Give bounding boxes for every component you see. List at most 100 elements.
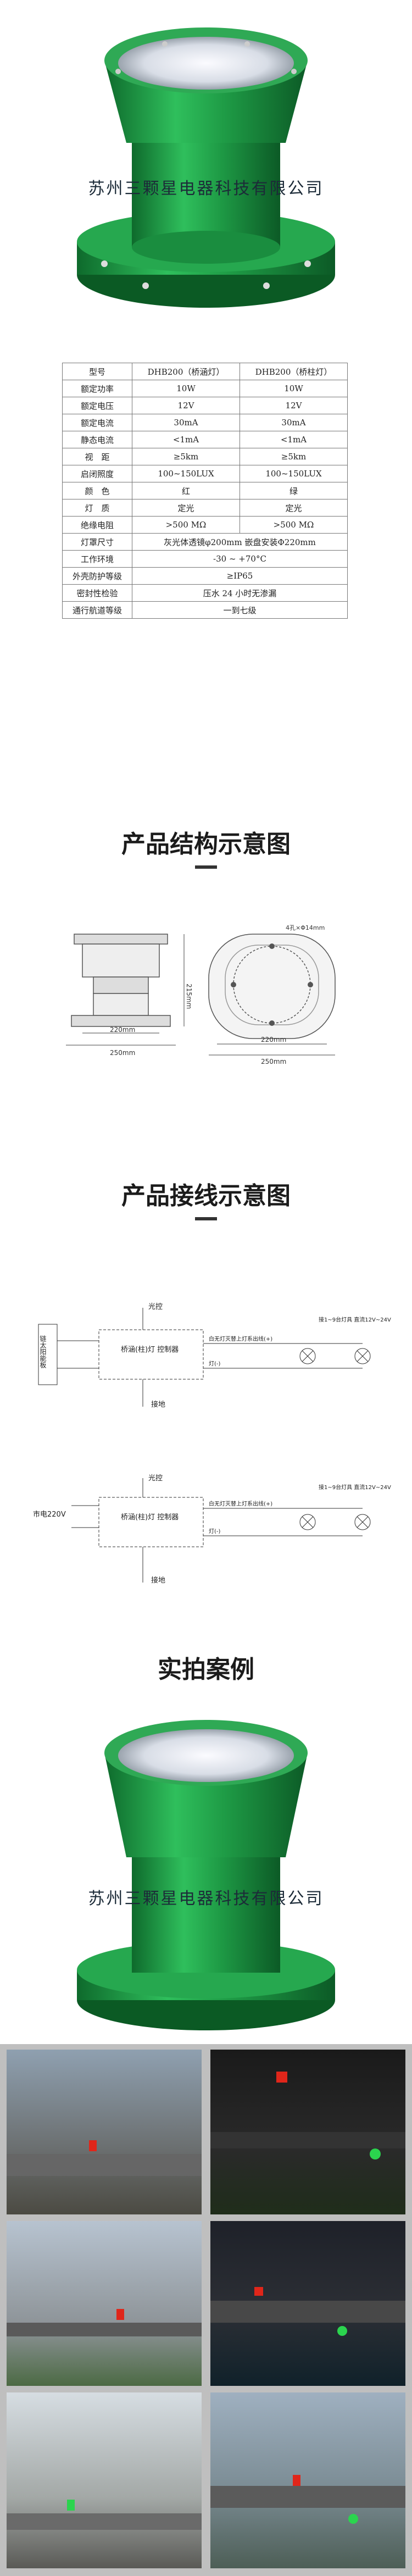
spec-row: 工作环境-30 ~ +70°C xyxy=(62,550,348,568)
spec-value: 一到七级 xyxy=(132,601,348,619)
controller-label-2: 桥涵(柱)灯 控制器 xyxy=(121,1513,179,1522)
line-white-label-2: 白无灯灭替上灯系出线(+) xyxy=(209,1500,272,1507)
case-photo-3 xyxy=(7,2221,202,2386)
case-product-image: 苏州三颗星电器科技有限公司 xyxy=(0,1692,412,2044)
spec-value: >500 MΩ xyxy=(240,516,348,534)
spec-key: 灯罩尺寸 xyxy=(62,533,132,551)
spec-key: 型号 xyxy=(62,363,132,380)
spec-value: ≥IP65 xyxy=(132,567,348,585)
case-photo-2 xyxy=(210,2050,405,2214)
dim-215-label: 215mm xyxy=(185,984,193,1009)
spec-row: 灯罩尺寸灰光体透镜φ200mm 嵌盘安装Φ220mm xyxy=(62,533,348,551)
structure-section: 产品结构示意图 220mm 250mm 215mm 4孔×Φ14mm 220mm… xyxy=(0,813,412,1099)
spec-value: ≥5km xyxy=(240,448,348,465)
spec-value: 定光 xyxy=(240,499,348,517)
spec-value: 压水 24 小时无渗漏 xyxy=(132,584,348,602)
line-black-label-2: 灯(-) xyxy=(209,1528,221,1535)
spec-row: 通行航道等级一到七级 xyxy=(62,601,348,619)
dim-250b-label: 250mm xyxy=(261,1058,286,1065)
lamp-note-label: 接1~9台灯具 直流12V~24V xyxy=(319,1316,391,1323)
case-photo-4 xyxy=(210,2221,405,2386)
spec-key: 通行航道等级 xyxy=(62,601,132,619)
ground-label-2: 接地 xyxy=(151,1576,165,1585)
spec-value: <1mA xyxy=(132,431,240,448)
spec-value: 100~150LUX xyxy=(132,465,240,482)
spec-row: 颜 色红绿 xyxy=(62,482,348,499)
wiring-section: 产品接线示意图 链太阳能板 桥涵(柱)灯 控制器 光控 接地 白无灯灭替上灯系出… xyxy=(0,1143,412,1615)
spec-key: 额定功率 xyxy=(62,380,132,397)
spec-value: 定光 xyxy=(132,499,240,517)
spec-value: <1mA xyxy=(240,431,348,448)
mains-label: 市电220V xyxy=(33,1510,66,1519)
wiring-diagram-mains: 市电220V 桥涵(柱)灯 控制器 光控 接地 白无灯灭替上灯系出线(+) 灯(… xyxy=(33,1474,391,1585)
dim-220-label: 220mm xyxy=(110,1026,135,1034)
spec-key: 启闭照度 xyxy=(62,465,132,482)
dim-holes-label: 4孔×Φ14mm xyxy=(286,924,325,931)
line-black-label: 灯(-) xyxy=(209,1361,221,1367)
spec-key: 静态电流 xyxy=(62,431,132,448)
spec-value: >500 MΩ xyxy=(132,516,240,534)
spec-value: 10W xyxy=(240,380,348,397)
spec-row: 灯 质定光定光 xyxy=(62,499,348,517)
spec-row: 绝缘电阻>500 MΩ>500 MΩ xyxy=(62,516,348,534)
photo-control-label-2: 光控 xyxy=(148,1474,163,1483)
dim-220b-label: 220mm xyxy=(261,1036,286,1043)
spec-row: 密封性检验压水 24 小时无渗漏 xyxy=(62,584,348,602)
spec-key: 绝缘电阻 xyxy=(62,516,132,534)
spec-key: 密封性检验 xyxy=(62,584,132,602)
spec-key: 工作环境 xyxy=(62,550,132,568)
spec-row: 外壳防护等级≥IP65 xyxy=(62,567,348,585)
case-photo-1 xyxy=(7,2050,202,2214)
spec-value: 绿 xyxy=(240,482,348,499)
solar-panel-label: 链太阳能板 xyxy=(39,1335,47,1369)
company-name-overlay: 苏州三颗星电器科技有限公司 xyxy=(88,179,324,198)
cases-title: 实拍案例 xyxy=(158,1656,254,1684)
spec-key: 外壳防护等级 xyxy=(62,567,132,585)
structure-title: 产品结构示意图 xyxy=(121,830,291,858)
spec-key: 额定电流 xyxy=(62,414,132,431)
hero-product-image: 苏州三颗星电器科技有限公司 xyxy=(0,0,412,335)
spec-value: 30mA xyxy=(240,414,348,431)
structure-diagram: 220mm 250mm 215mm 4孔×Φ14mm 220mm 250mm xyxy=(66,924,336,1065)
spec-key: 灯 质 xyxy=(62,499,132,517)
company-name-overlay-2: 苏州三颗星电器科技有限公司 xyxy=(88,1889,324,1908)
spec-value: 10W xyxy=(132,380,240,397)
controller-label: 桥涵(柱)灯 控制器 xyxy=(121,1346,179,1354)
spec-row: 视 距≥5km≥5km xyxy=(62,448,348,465)
lamp-illustration xyxy=(77,27,335,308)
lamp-illustration-2 xyxy=(77,1720,335,2030)
spec-value: DHB200（桥涵灯） xyxy=(132,363,240,380)
case-photo-6 xyxy=(210,2392,405,2568)
spec-key: 额定电压 xyxy=(62,397,132,414)
lamp-note-label-2: 接1~9台灯具 直流12V~24V xyxy=(319,1484,391,1491)
spec-value: -30 ~ +70°C xyxy=(132,550,348,568)
wiring-diagram-solar: 链太阳能板 桥涵(柱)灯 控制器 光控 接地 白无灯灭替上灯系出线(+) 灯(-… xyxy=(38,1303,391,1409)
wiring-title: 产品接线示意图 xyxy=(121,1182,291,1210)
cases-banner: 实拍案例 xyxy=(0,1637,412,1692)
spec-value: 灰光体透镜φ200mm 嵌盘安装Φ220mm xyxy=(132,533,348,551)
title-underline xyxy=(195,865,217,869)
title-underline-2 xyxy=(195,1217,217,1220)
line-white-label: 白无灯灭替上灯系出线(+) xyxy=(209,1335,272,1342)
spec-value: 100~150LUX xyxy=(240,465,348,482)
spec-value: 30mA xyxy=(132,414,240,431)
dim-250-label: 250mm xyxy=(110,1049,135,1057)
case-photos xyxy=(0,2044,412,2576)
spec-value: 12V xyxy=(240,397,348,414)
photo-control-label: 光控 xyxy=(148,1303,163,1311)
ground-label: 接地 xyxy=(151,1400,165,1409)
spec-key: 视 距 xyxy=(62,448,132,465)
spec-key: 颜 色 xyxy=(62,482,132,499)
spec-row: 静态电流<1mA<1mA xyxy=(62,431,348,448)
spec-value: DHB200（桥柱灯） xyxy=(240,363,348,380)
spec-value: ≥5km xyxy=(132,448,240,465)
spec-value: 红 xyxy=(132,482,240,499)
case-photo-5 xyxy=(7,2392,202,2568)
spec-value: 12V xyxy=(132,397,240,414)
